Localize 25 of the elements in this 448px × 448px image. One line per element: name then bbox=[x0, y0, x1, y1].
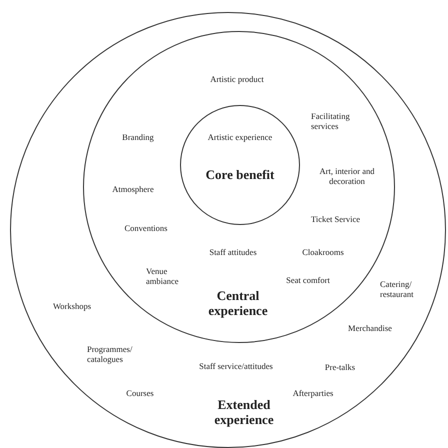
item-label: Art, interior and decoration bbox=[318, 166, 376, 186]
item-label: Pre-talks bbox=[324, 362, 356, 372]
item-label: Workshops bbox=[52, 301, 92, 311]
item-label: Ticket Service bbox=[311, 214, 361, 224]
ring-circle bbox=[10, 12, 446, 448]
ring-text: Artistic experience bbox=[206, 132, 274, 142]
item-label: Merchandise bbox=[347, 323, 393, 333]
item-label: Artistic product bbox=[209, 74, 265, 84]
item-label: Branding bbox=[121, 132, 155, 142]
ring-heading: Central experience bbox=[207, 288, 269, 318]
item-label: Venue ambiance bbox=[146, 266, 180, 286]
item-label: Facilitating services bbox=[311, 111, 351, 131]
ring-heading: Core benefit bbox=[204, 167, 276, 182]
item-label: Courses bbox=[125, 388, 155, 398]
ring-heading: Extended experience bbox=[213, 397, 275, 427]
item-label: Staff attitudes bbox=[208, 247, 258, 257]
item-label: Afterparties bbox=[292, 388, 334, 398]
item-label: Atmosphere bbox=[111, 184, 155, 194]
item-label: Staff service/attitudes bbox=[198, 361, 274, 371]
item-label: Cloakrooms bbox=[301, 247, 345, 257]
item-label: Catering/ restaurant bbox=[380, 279, 415, 299]
ring-circle bbox=[180, 105, 300, 225]
item-label: Programmes/ catalogues bbox=[87, 344, 134, 364]
item-label: Seat comfort bbox=[285, 275, 331, 285]
item-label: Conventions bbox=[124, 223, 168, 233]
